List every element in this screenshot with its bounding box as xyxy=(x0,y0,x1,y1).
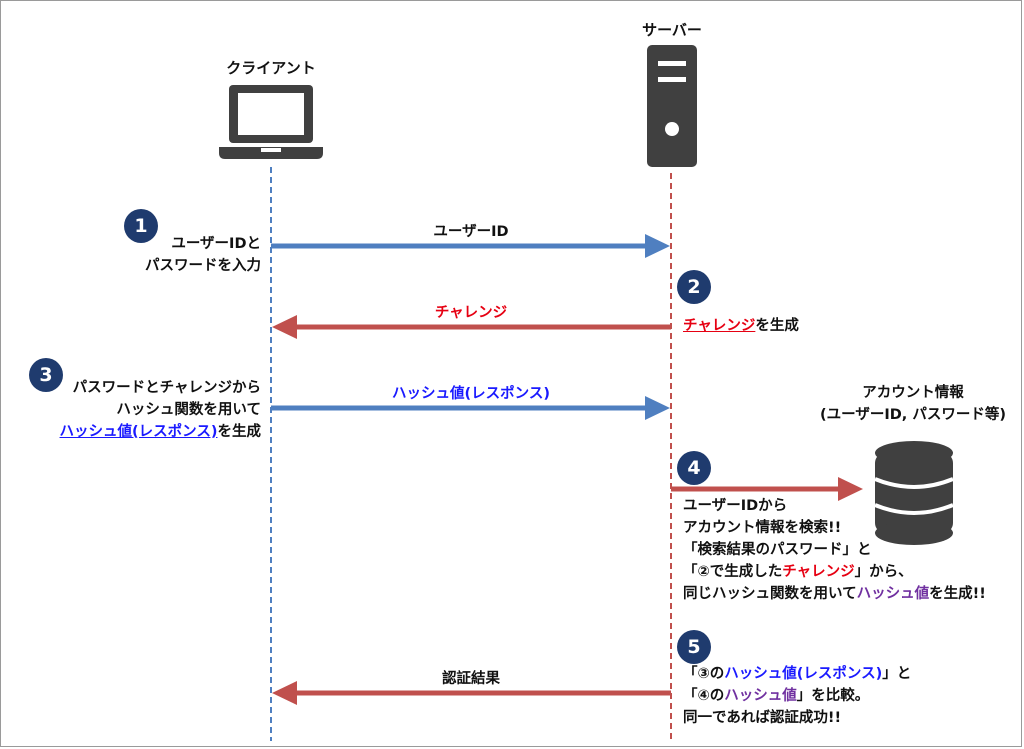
step-4-line5-c: を生成!! xyxy=(929,586,986,602)
database-icon xyxy=(874,441,954,545)
step-5-line1-b: ハッシュ値(レスポンス) xyxy=(724,666,883,682)
step-4-line4: 「②で生成したチャレンジ」から、 xyxy=(683,561,986,583)
step-1-text: ユーザーIDと パスワードを入力 xyxy=(101,233,261,277)
step-5-line2: 「④のハッシュ値」を比較。 xyxy=(683,685,911,707)
arrow-challenge-label: チャレンジ xyxy=(434,305,508,321)
step-3-text: パスワードとチャレンジから ハッシュ関数を用いて ハッシュ値(レスポンス)を生成 xyxy=(21,377,261,443)
arrow-userid-label: ユーザーID xyxy=(433,224,509,240)
arrow-result-label: 認証結果 xyxy=(442,671,500,687)
step-4-line4-b: チャレンジ xyxy=(782,564,855,580)
step-5-line2-a: 「④の xyxy=(683,688,725,704)
step-4-line3: 「検索結果のパスワード」と xyxy=(683,542,872,558)
step-5-line1: 「③のハッシュ値(レスポンス)」と xyxy=(683,663,911,685)
step-1-line2: パスワードを入力 xyxy=(145,258,261,274)
step-2-text: チャレンジを生成 xyxy=(683,315,799,337)
arrow-result-head xyxy=(272,681,297,705)
step-5-line2-b: ハッシュ値 xyxy=(724,688,797,704)
step-4-line1: ユーザーIDから xyxy=(683,498,788,514)
step-5-line2-c: 」を比較。 xyxy=(796,688,870,704)
step-4-line5-b: ハッシュ値 xyxy=(856,586,930,602)
step-4-badge: 4 xyxy=(677,451,711,485)
step-4-line5-a: 同じハッシュ関数を用いて xyxy=(683,586,857,602)
server-icon xyxy=(647,45,697,167)
laptop-icon xyxy=(219,85,323,159)
step-4-line2: アカウント情報を検索!! xyxy=(683,520,842,536)
step-1-line1: ユーザーIDと xyxy=(171,236,261,252)
step-5-line3: 同一であれば認証成功!! xyxy=(683,710,842,726)
step-5-badge: 5 xyxy=(677,630,711,664)
step-3-line2: ハッシュ関数を用いて xyxy=(116,402,261,418)
arrow-lookup-head xyxy=(838,477,863,501)
step-2-rest: を生成 xyxy=(755,318,799,334)
database-title-line2: (ユーザーID, パスワード等) xyxy=(820,407,1006,423)
database-title: アカウント情報 (ユーザーID, パスワード等) xyxy=(801,382,1024,426)
step-3-rest: を生成 xyxy=(217,424,262,440)
arrow-response-head xyxy=(645,396,670,420)
step-4-text: ユーザーIDから アカウント情報を検索!! 「検索結果のパスワード」と 「②で生… xyxy=(683,495,986,605)
step-1-badge: 1 xyxy=(124,209,158,243)
step-2-badge: 2 xyxy=(677,270,711,304)
step-4-line5: 同じハッシュ関数を用いてハッシュ値を生成!! xyxy=(683,583,986,605)
client-title: クライアント xyxy=(226,59,316,77)
arrow-response-label: ハッシュ値(レスポンス) xyxy=(392,386,550,402)
step-3-badge: 3 xyxy=(29,358,63,392)
server-title: サーバー xyxy=(642,21,702,39)
step-4-line4-c: 」から、 xyxy=(854,564,913,580)
step-3-line3: ハッシュ値(レスポンス)を生成 xyxy=(21,421,261,443)
step-4-line4-a: 「②で生成した xyxy=(683,564,783,580)
step-5-line1-a: 「③の xyxy=(683,666,725,682)
arrow-challenge-head xyxy=(272,315,297,339)
step-3-line1: パスワードとチャレンジから xyxy=(72,380,261,396)
arrow-userid-head xyxy=(645,234,670,258)
step-5-text: 「③のハッシュ値(レスポンス)」と 「④のハッシュ値」を比較。 同一であれば認証… xyxy=(683,663,911,729)
step-3-highlight: ハッシュ値(レスポンス) xyxy=(59,424,218,440)
step-5-line1-c: 」と xyxy=(882,666,912,682)
database-title-line1: アカウント情報 xyxy=(862,385,964,401)
step-2-highlight: チャレンジ xyxy=(683,318,756,334)
